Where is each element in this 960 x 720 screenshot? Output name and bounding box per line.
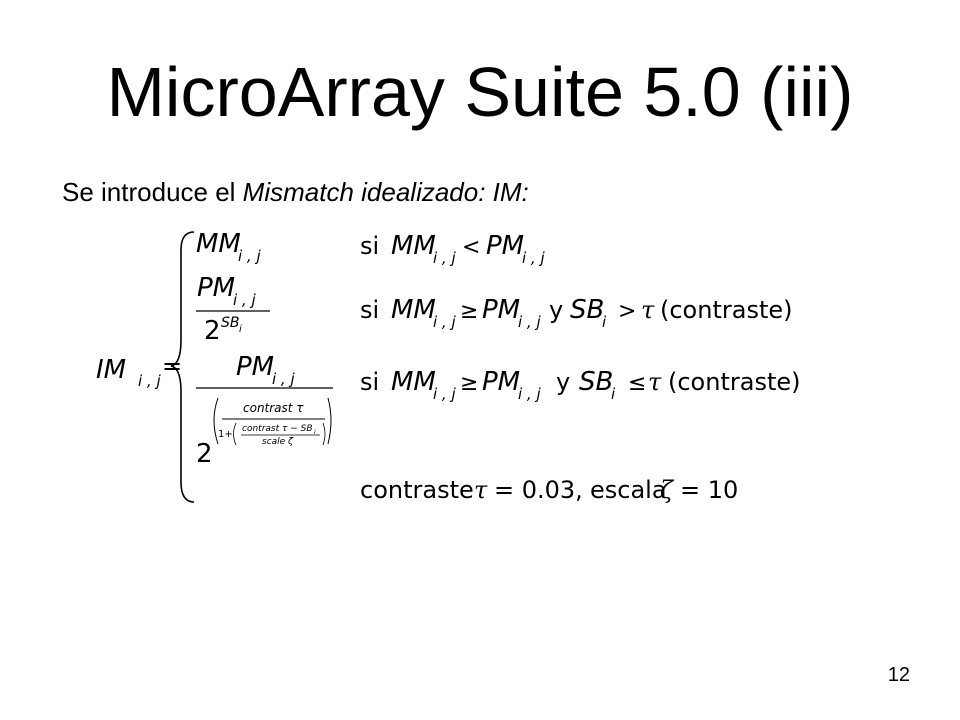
case-3-ge: ≥ (460, 371, 478, 396)
case-2-tau: τ (641, 296, 655, 324)
case-3-contraste: (contraste) (668, 368, 800, 396)
case-3-y: y (556, 368, 570, 396)
case-3-inner-numerator-sub: i (314, 429, 316, 436)
case-2-y: y (549, 296, 563, 324)
formula-lhs: IM i , j = (96, 352, 182, 390)
intro-prefix: Se introduce el (62, 177, 243, 207)
intro-italic: Mismatch idealizado: IM: (242, 177, 529, 207)
case-1-cond-pm-sub: i , j (522, 249, 545, 267)
case-2-cond-pm: PM (482, 295, 520, 325)
case-2-contraste: (contraste) (660, 296, 792, 324)
case-1-mm: MM (196, 229, 241, 259)
case-1-condition: si MM i , j < PM i , j (360, 231, 545, 267)
case-1-mm-sub: i , j (238, 247, 261, 265)
case-2-cond-pm-sub: i , j (518, 313, 541, 331)
case-1-cond-mm-sub: i , j (433, 249, 456, 267)
case-3-inner-right-paren (322, 422, 326, 446)
case-2-cond-mm: MM (391, 295, 436, 325)
case-2-value: PM i , j 2 SB i (196, 273, 270, 346)
case-3-inner-denominator: scale ζ (262, 437, 294, 447)
case-3-cond-mm-sub: i , j (433, 385, 456, 403)
case-3-le: ≤ (628, 371, 646, 396)
case-1-cond-pm: PM (486, 231, 524, 261)
case-2-pm: PM (197, 273, 235, 303)
param-contraste: contraste (360, 476, 474, 504)
case-3-tau: τ (648, 368, 662, 396)
slide-title: MicroArray Suite 5.0 (iii) (106, 53, 854, 131)
case-3-cond-pm-sub: i , j (518, 385, 541, 403)
case-3-exp-numerator: contrast τ (243, 401, 304, 415)
case-3-pm-sub: i , j (272, 370, 295, 388)
case-1-value: MM i , j (196, 229, 261, 265)
case-3-inner-left-paren (233, 422, 237, 446)
case-3-pm: PM (236, 352, 274, 382)
case-1-cond-mm: MM (391, 231, 436, 261)
case-2-ge: ≥ (460, 299, 478, 324)
case-2-condition: si MM i , j ≥ PM i , j y SB i > τ (contr… (360, 295, 792, 331)
case-2-two: 2 (204, 316, 221, 346)
case-2-exp-sb: SB (221, 315, 240, 331)
case-2-si: si (360, 296, 379, 324)
case-2-sb-sub: i (602, 313, 607, 331)
case-2-pm-sub: i , j (233, 291, 256, 309)
case-2-cond-mm-sub: i , j (433, 313, 456, 331)
case-1-lt: < (462, 235, 480, 260)
case-1-si: si (360, 232, 379, 260)
case-3-two: 2 (196, 439, 213, 469)
cases-brace (170, 231, 195, 503)
case-3-sb: SB (579, 367, 613, 397)
case-3-exp-right-paren (327, 397, 332, 445)
case-2-sb: SB (570, 295, 604, 325)
param-tau-value: = 0.03, (494, 476, 583, 504)
param-zeta-value: = 10 (680, 476, 738, 504)
case-2-exp-sub: i (239, 324, 242, 335)
param-zeta: ζ (660, 476, 675, 504)
case-3-si: si (360, 368, 379, 396)
case-3-one-plus: 1+ (218, 429, 233, 440)
case-3-sb-sub: i (611, 385, 616, 403)
param-tau: τ (474, 476, 488, 504)
lhs-symbol: IM (96, 355, 126, 385)
intro-text: Se introduce el Mismatch idealizado: IM: (62, 172, 529, 212)
parameters-line: contraste τ = 0.03, escala ζ = 10 (360, 476, 738, 504)
page-number: 12 (887, 664, 910, 686)
case-3-exp-left-paren (213, 397, 219, 445)
case-3-value: PM i , j 2 contrast τ 1+ contrast τ − SB… (196, 352, 333, 469)
case-2-gt: > (618, 299, 636, 324)
lhs-subscript: i , j (138, 372, 161, 390)
case-3-cond-mm: MM (391, 367, 436, 397)
case-3-inner-numerator: contrast τ − SB (242, 424, 313, 434)
case-3-condition: si MM i , j ≥ PM i , j y SB i ≤ τ (contr… (360, 367, 800, 403)
param-escala: escala (590, 476, 667, 504)
case-3-cond-pm: PM (482, 367, 520, 397)
